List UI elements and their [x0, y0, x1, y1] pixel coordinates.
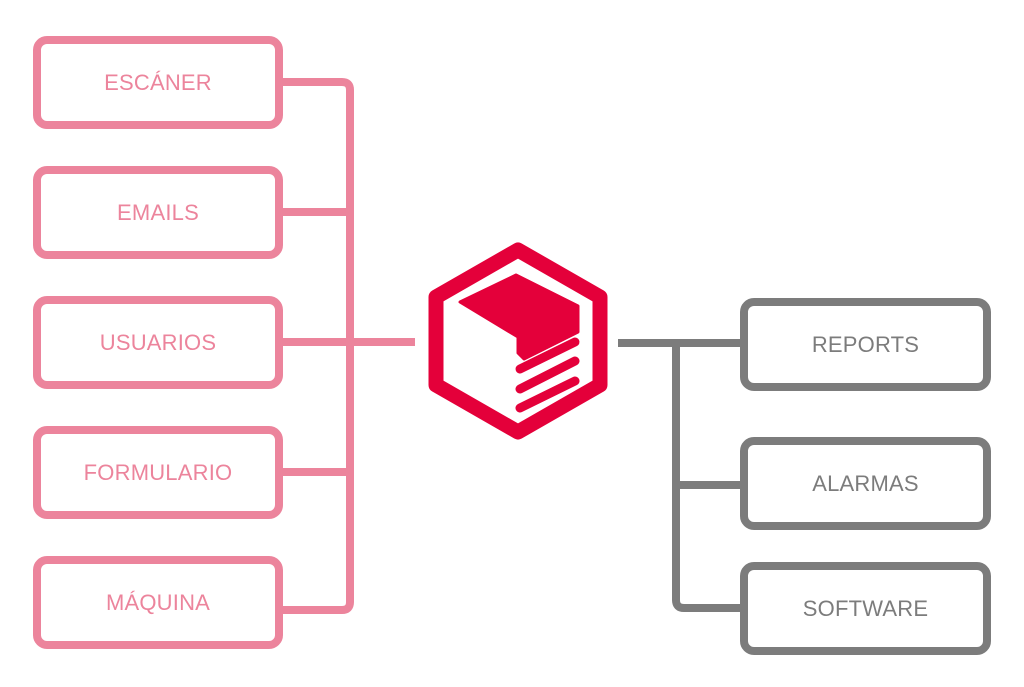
output-box-software: SOFTWARE: [740, 562, 991, 655]
input-box-formulario: FORMULARIO: [33, 426, 283, 519]
hexagon-cube-logo-icon: [428, 242, 608, 440]
output-box-alarmas: ALARMAS: [740, 437, 991, 530]
input-box-maquina: MÁQUINA: [33, 556, 283, 649]
input-label: ESCÁNER: [104, 69, 212, 95]
input-label: USUARIOS: [99, 329, 217, 355]
output-label: ALARMAS: [812, 470, 919, 496]
input-connectors: [282, 78, 415, 614]
output-connectors: [618, 339, 741, 612]
input-label: EMAILS: [117, 199, 199, 225]
output-box-reports: REPORTS: [740, 298, 991, 391]
input-box-emails: EMAILS: [33, 166, 283, 259]
input-box-usuarios: USUARIOS: [33, 296, 283, 389]
output-label: REPORTS: [811, 331, 920, 357]
output-label: SOFTWARE: [802, 595, 929, 621]
input-label: MÁQUINA: [105, 589, 211, 615]
input-box-escaner: ESCÁNER: [33, 36, 283, 129]
input-label: FORMULARIO: [83, 459, 233, 485]
